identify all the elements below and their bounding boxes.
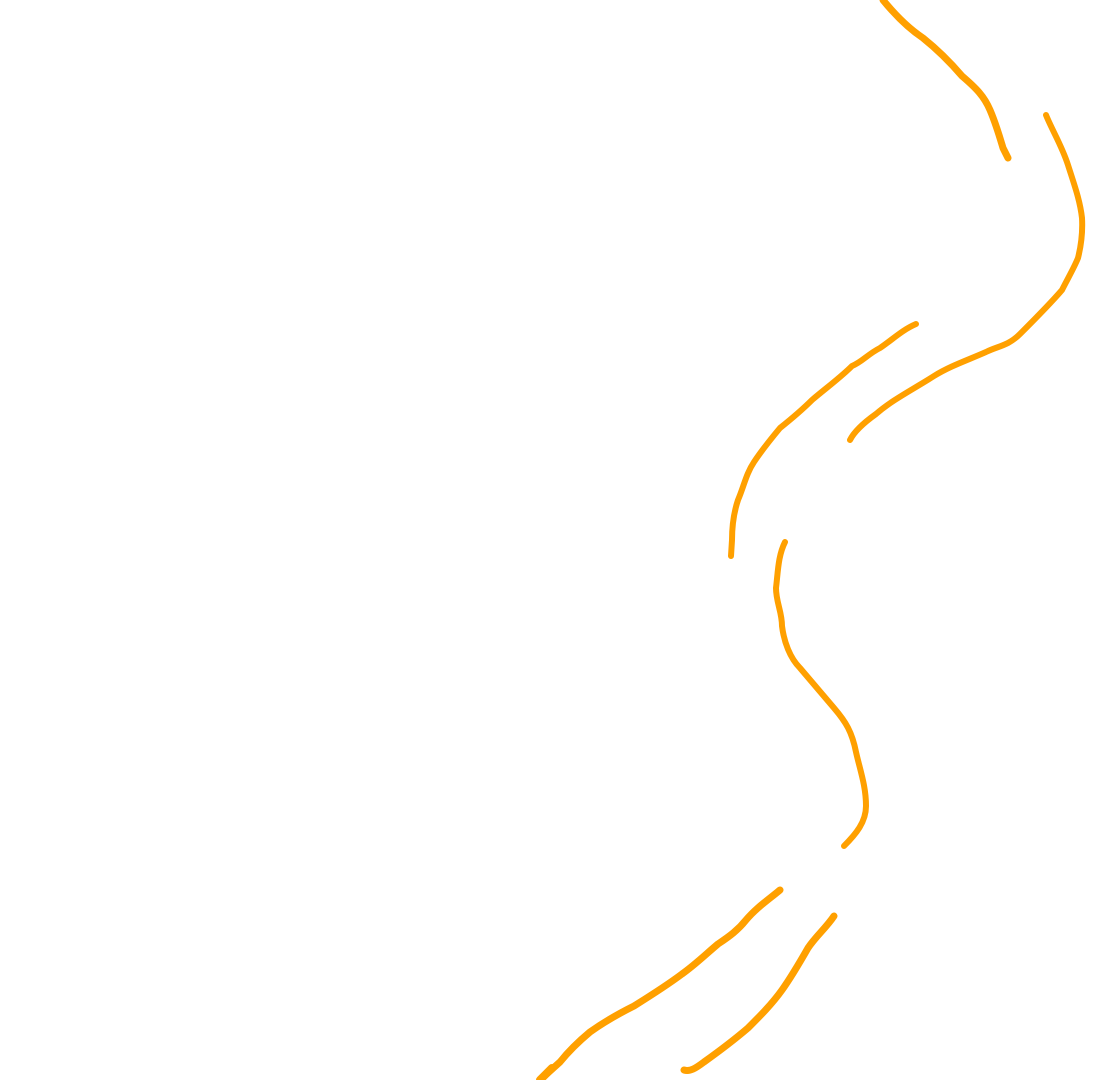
stroke-middle-s-curve[interactable] (773, 539, 869, 849)
stroke-right-curve[interactable] (847, 112, 1086, 443)
stroke-bottom-left[interactable] (536, 1064, 556, 1080)
stroke-lower-diagonal[interactable] (536, 886, 784, 1080)
stroke-top-right[interactable] (879, 0, 1012, 162)
stroke-middle-diagonal[interactable] (728, 321, 919, 559)
stroke-bottom-diagonal[interactable] (680, 912, 838, 1074)
